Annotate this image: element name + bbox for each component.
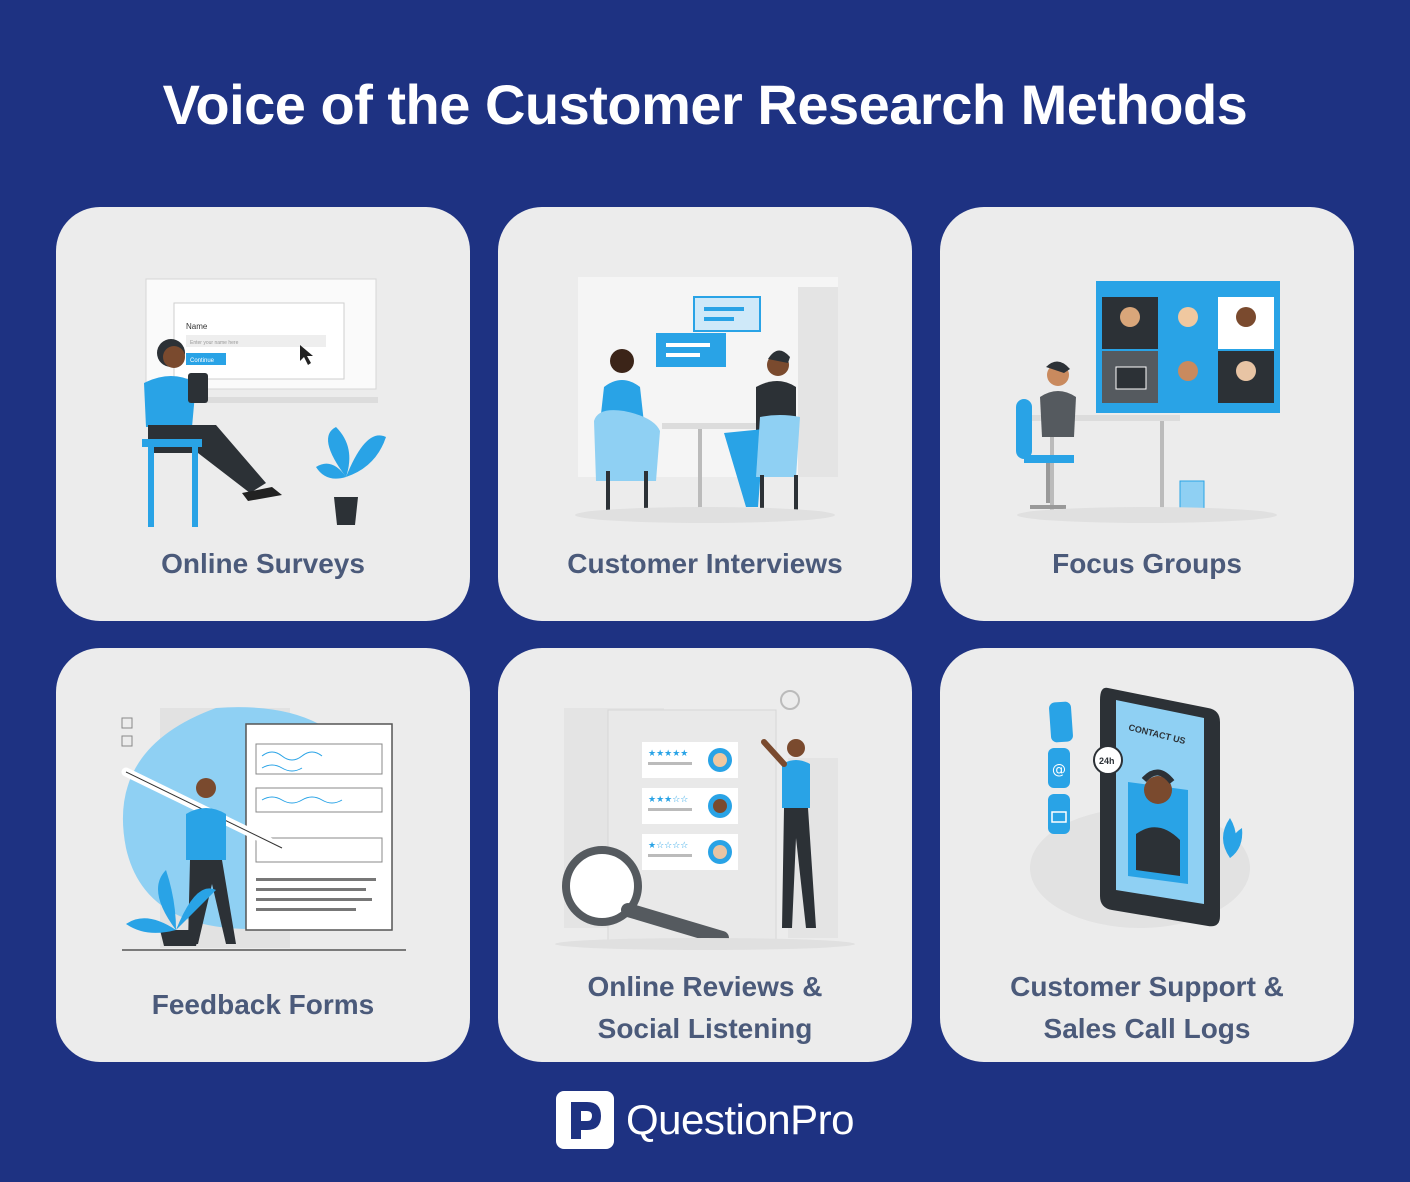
card-label-line1: Online Reviews &	[587, 971, 823, 1002]
svg-text:Enter your name here: Enter your name here	[190, 340, 239, 346]
svg-text:★★★☆☆: ★★★☆☆	[648, 795, 688, 805]
card-label: Online Surveys	[161, 548, 365, 579]
svg-text:Continue: Continue	[190, 358, 215, 364]
page-title: Voice of the Customer Research Methods	[162, 73, 1248, 136]
card-label: Customer Support & Sales Call Logs	[940, 966, 1354, 1050]
card-label-line1: Customer Support &	[1010, 971, 1284, 1002]
card-focus-groups: Focus Groups	[940, 207, 1354, 621]
card-label: Customer Interviews	[567, 548, 843, 579]
card-customer-interviews: Customer Interviews	[498, 207, 912, 621]
contact-us-phone-illustration: @ CONTACT US 24h	[1030, 687, 1250, 928]
svg-text:Name: Name	[186, 322, 208, 331]
svg-text:@: @	[1052, 762, 1066, 778]
interview-illustration	[575, 277, 838, 523]
svg-text:★☆☆☆☆: ★☆☆☆☆	[648, 841, 688, 851]
svg-text:24h: 24h	[1099, 756, 1115, 766]
brand-name: QuestionPro	[626, 1096, 854, 1143]
reviews-illustration: ★★★★★ ★★★☆☆ ★☆☆☆☆	[555, 690, 855, 950]
card-label: Online Reviews & Social Listening	[498, 966, 912, 1050]
survey-form-illustration: Name Enter your name here Continue	[142, 278, 386, 527]
card-label-line2: Sales Call Logs	[1043, 1013, 1251, 1044]
card-label: Focus Groups	[1052, 548, 1242, 579]
video-call-illustration	[1016, 281, 1280, 523]
svg-text:★★★★★: ★★★★★	[648, 749, 688, 759]
card-online-reviews: ★★★★★ ★★★☆☆ ★☆☆☆☆ Online Reviews & Socia…	[498, 648, 912, 1062]
card-label-line2: Social Listening	[597, 1013, 813, 1044]
footer-brand: QuestionPro	[556, 1090, 854, 1150]
card-label: Feedback Forms	[151, 989, 375, 1020]
feedback-form-illustration	[121, 707, 406, 951]
card-online-surveys: Name Enter your name here Continue Onlin…	[56, 207, 470, 621]
card-feedback-forms: Feedback Forms	[56, 648, 470, 1062]
card-customer-support: @ CONTACT US 24h Customer Support & Sale…	[940, 648, 1354, 1062]
questionpro-logo-icon	[556, 1091, 614, 1149]
